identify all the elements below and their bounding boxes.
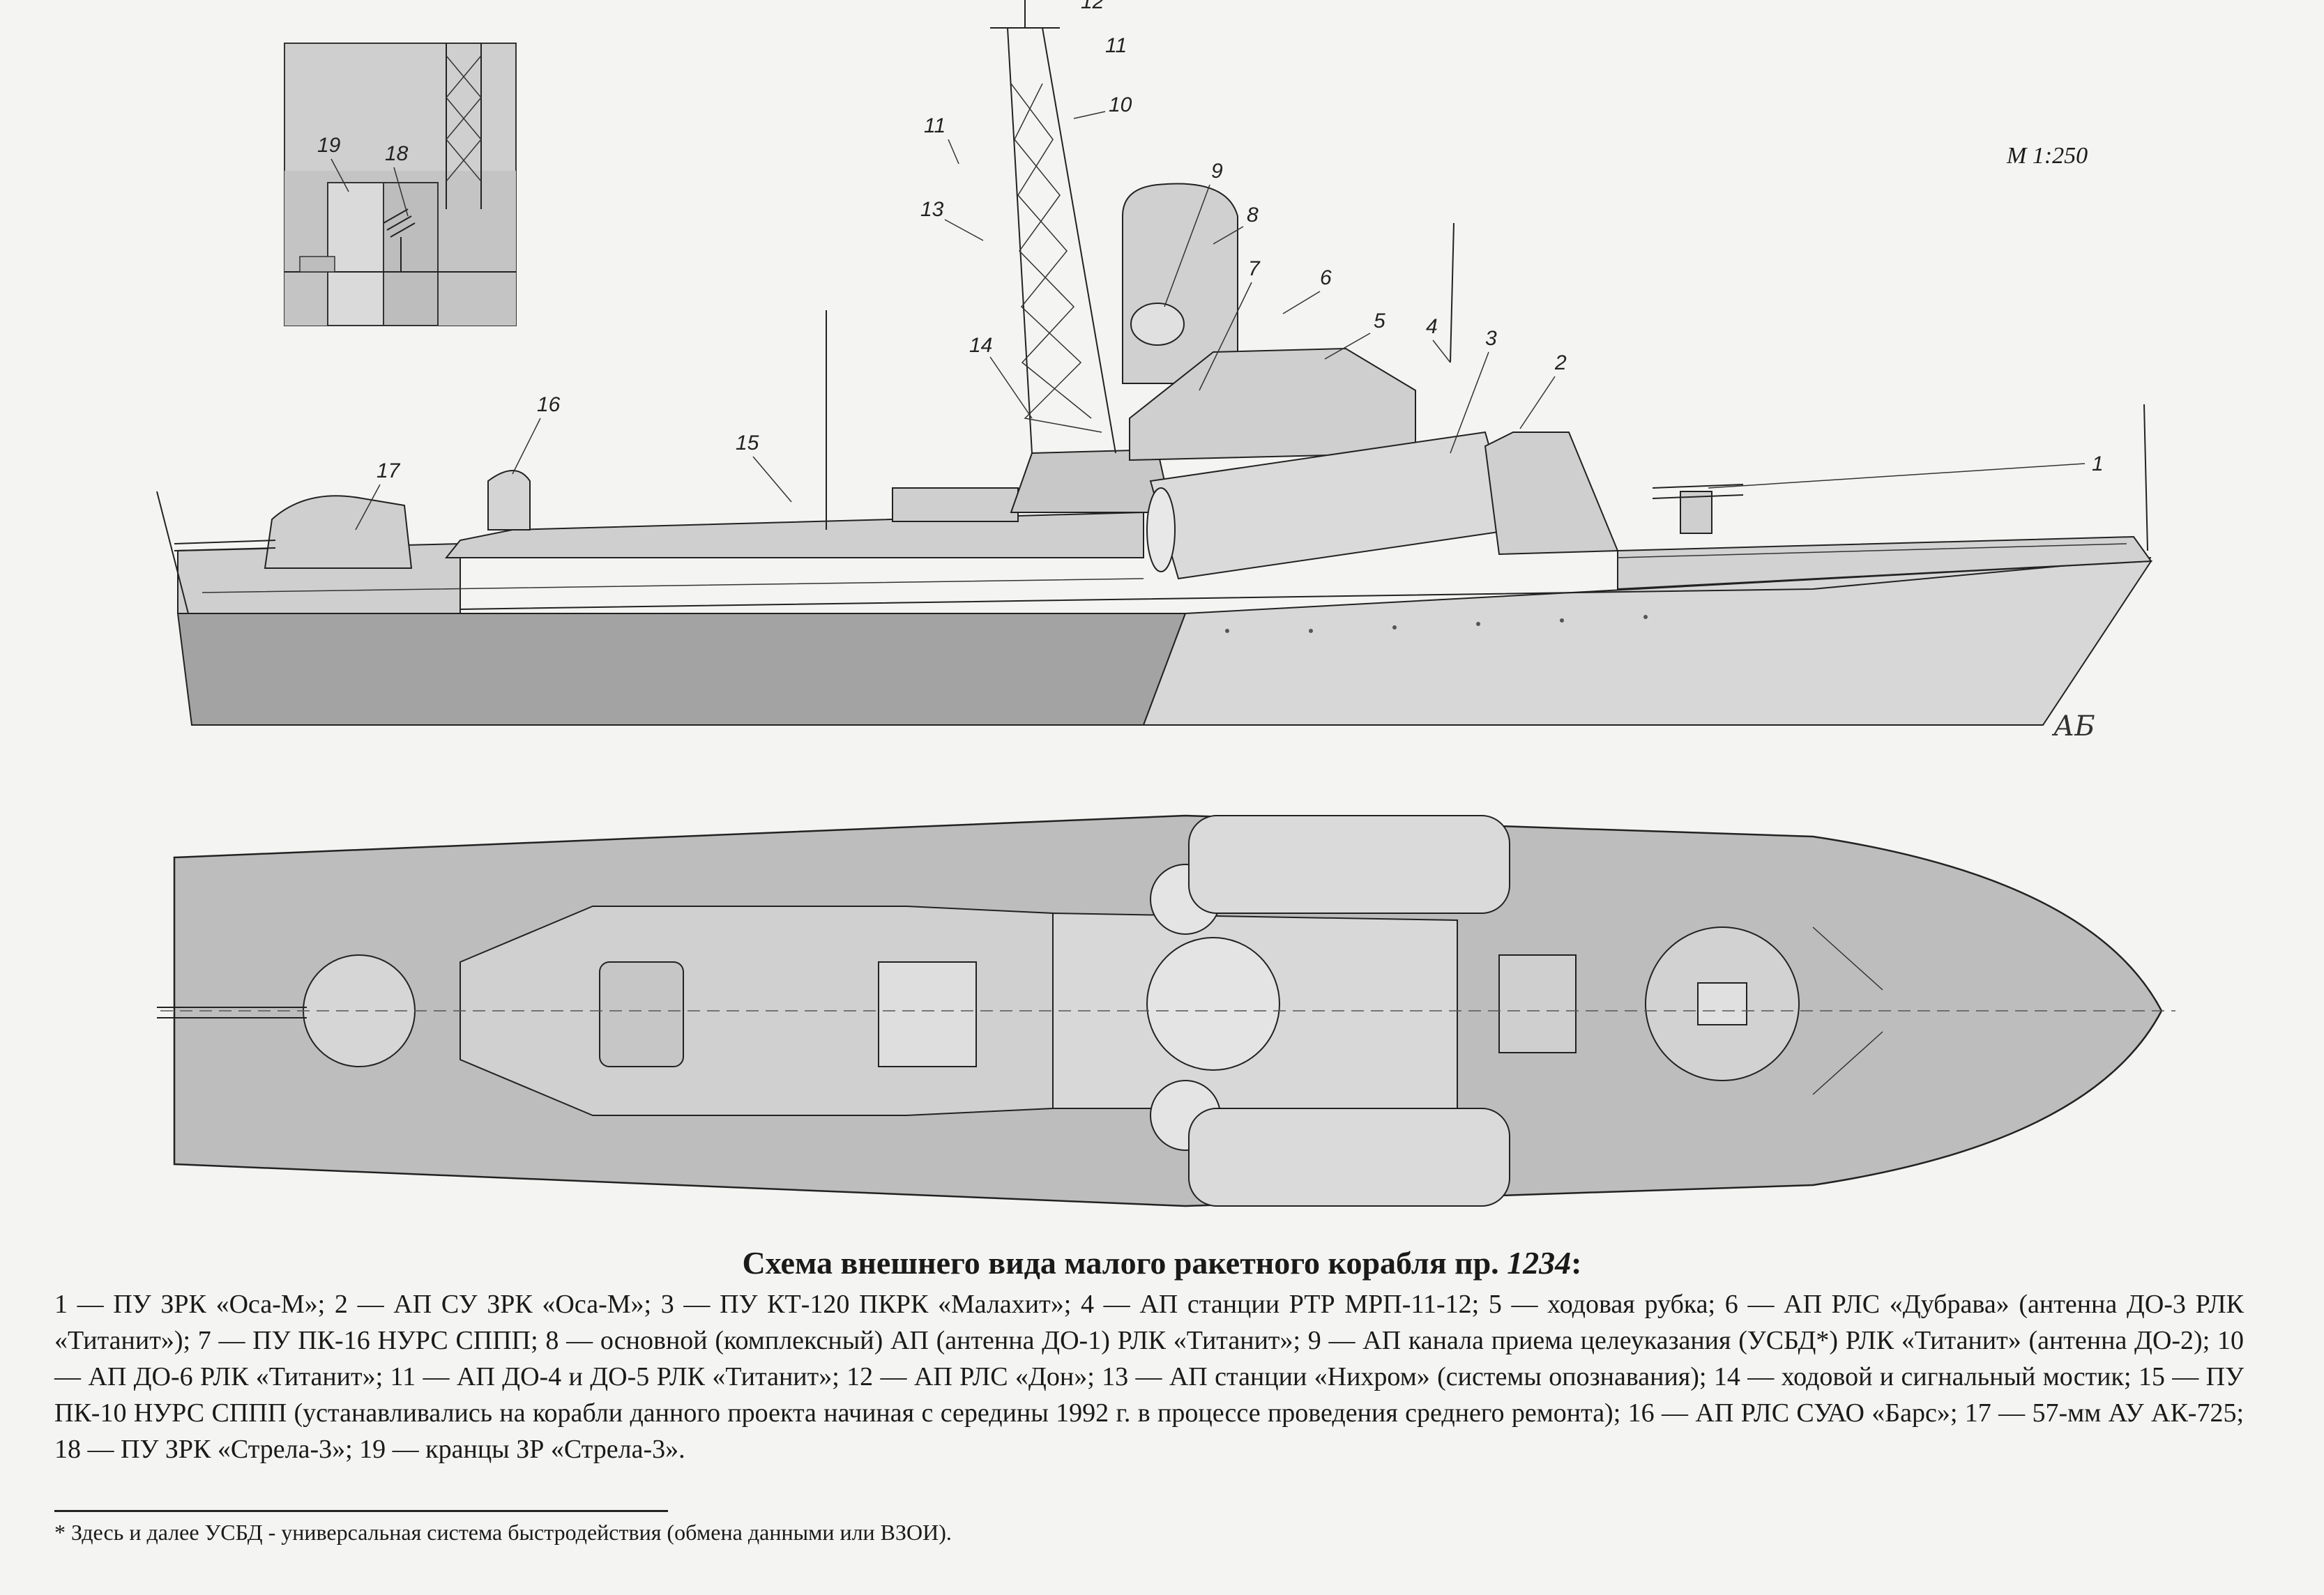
inset-detail-strela3 — [284, 43, 517, 326]
plan-launchers-upper — [1188, 815, 1510, 914]
osa-m-director — [1484, 432, 1619, 556]
figure-caption: Схема внешнего вида малого ракетного кор… — [0, 1244, 2324, 1281]
callouts: 1 2 3 4 5 6 7 8 9 10 11 11 12 13 14 15 1… — [317, 0, 2104, 531]
callout-4: 4 — [1426, 315, 1438, 338]
callout-2: 2 — [1554, 351, 1567, 374]
caption-project-number: 1234 — [1507, 1245, 1572, 1281]
callout-17: 17 — [377, 459, 401, 482]
callout-14: 14 — [969, 334, 992, 357]
caption-colon: : — [1571, 1245, 1582, 1281]
callout-19: 19 — [317, 134, 341, 157]
scale-label: М 1:250 — [2007, 143, 2088, 169]
side-profile — [156, 0, 2152, 726]
ship-drawing: 1 2 3 4 5 6 7 8 9 10 11 11 12 13 14 15 1… — [156, 0, 2175, 1207]
callout-11b: 11 — [924, 114, 945, 137]
footnote-divider — [54, 1510, 668, 1512]
superstructure-aft — [444, 511, 1144, 558]
legend-text: 1 — ПУ ЗРК «Оса-М»; 2 — АП СУ ЗРК «Оса-М… — [54, 1290, 2244, 1464]
ak725-gun-mount — [264, 495, 413, 569]
callout-12: 12 — [1081, 0, 1104, 13]
bars-radar — [487, 470, 531, 531]
callout-15: 15 — [736, 432, 759, 455]
callout-8: 8 — [1247, 204, 1259, 227]
callout-5: 5 — [1374, 310, 1385, 333]
plan-view — [157, 814, 2175, 1207]
callout-6: 6 — [1320, 266, 1332, 289]
plan-radar-dome — [1146, 937, 1280, 1071]
footnote: * Здесь и далее УСБД - универсальная сис… — [54, 1520, 952, 1545]
hull-aft — [176, 613, 1187, 726]
signature: АБ — [2051, 710, 2095, 742]
plan-launchers-lower — [1188, 1108, 1510, 1207]
callout-1: 1 — [2092, 452, 2104, 475]
radar-do2 — [1130, 303, 1185, 346]
callout-16: 16 — [537, 393, 561, 416]
callout-7: 7 — [1248, 257, 1261, 280]
osa-m-launcher — [1652, 484, 1744, 534]
callout-18: 18 — [385, 142, 409, 165]
callout-3: 3 — [1485, 327, 1497, 350]
callout-11a: 11 — [1105, 34, 1127, 57]
lattice-mast — [990, 0, 1116, 454]
callout-9: 9 — [1211, 160, 1223, 183]
caption-title: Схема внешнего вида малого ракетного кор… — [742, 1245, 1499, 1281]
wheelhouse — [1129, 347, 1416, 461]
callout-13: 13 — [920, 198, 944, 221]
callout-10: 10 — [1109, 93, 1132, 116]
